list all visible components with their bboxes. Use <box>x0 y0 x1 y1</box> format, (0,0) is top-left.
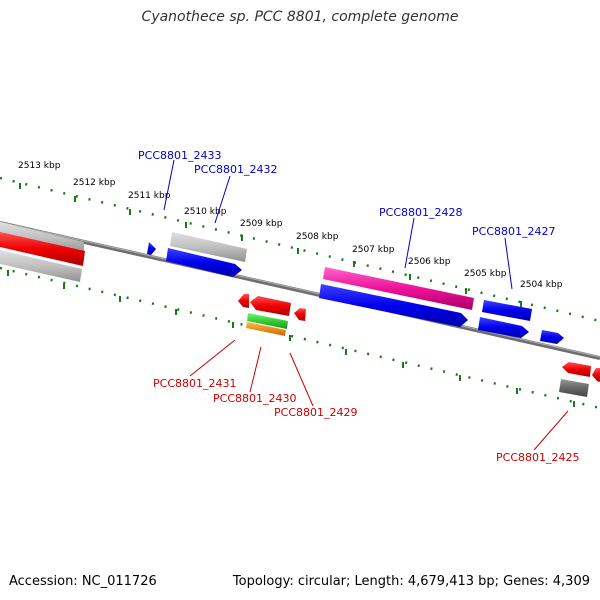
tick-labels: 2513 kbp 2512 kbp 2511 kbp 2510 kbp 2509… <box>18 161 563 290</box>
tick-label: 2507 kbp <box>352 245 395 255</box>
gene-arrow-red <box>250 296 291 316</box>
reverse-tick-ring <box>0 266 600 410</box>
tick-label: 2513 kbp <box>18 161 61 171</box>
forward-genes <box>0 222 564 344</box>
gene-arrow-blue <box>319 284 468 327</box>
reverse-callouts <box>189 339 569 451</box>
gene-feature-green <box>247 313 288 329</box>
reverse-genes <box>0 232 600 397</box>
genome-summary-text: Topology: circular; Length: 4,679,413 bp… <box>232 574 590 589</box>
forward-gene-labels: PCC8801_2433 PCC8801_2432 PCC8801_2428 P… <box>138 149 555 238</box>
gene-feature-pink <box>323 267 474 310</box>
tick-label: 2511 kbp <box>128 191 171 201</box>
tick-label: 2508 kbp <box>296 232 339 242</box>
gene-feature-grey <box>0 250 82 282</box>
gene-label-forward: PCC8801_2432 <box>194 163 277 176</box>
forward-callouts <box>163 159 513 290</box>
gene-arrow-blue <box>166 248 242 277</box>
tick-label: 2512 kbp <box>73 178 116 188</box>
gene-label-reverse: PCC8801_2430 <box>213 392 296 405</box>
gene-feature-grey <box>170 232 247 262</box>
map-title: Cyanothece sp. PCC 8801, complete genome <box>141 9 459 25</box>
gene-feature-blue <box>482 300 532 321</box>
gene-arrow-red <box>294 308 306 321</box>
tick-label: 2510 kbp <box>184 207 227 217</box>
forward-tick-ring <box>0 176 600 323</box>
gene-label-reverse: PCC8801_2425 <box>496 451 579 464</box>
gene-label-forward: PCC8801_2428 <box>379 206 462 219</box>
gene-feature-red <box>0 232 85 266</box>
tick-label: 2504 kbp <box>520 280 563 290</box>
gene-label-forward: PCC8801_2433 <box>138 149 221 162</box>
tick-label: 2506 kbp <box>408 257 451 267</box>
gene-label-reverse: PCC8801_2429 <box>274 406 357 419</box>
gene-feature-dark <box>559 379 589 397</box>
gene-arrow-red <box>592 368 600 382</box>
gene-arrow-blue <box>540 330 564 344</box>
tick-label: 2509 kbp <box>240 219 283 229</box>
gene-label-forward: PCC8801_2427 <box>472 225 555 238</box>
accession-text: Accession: NC_011726 <box>9 574 157 589</box>
gene-feature-grey <box>0 222 84 254</box>
gene-arrow-red <box>238 294 249 308</box>
tick-label: 2505 kbp <box>464 269 507 279</box>
gene-feature-orange <box>246 322 286 336</box>
gene-arrow-blue <box>478 317 529 338</box>
reverse-gene-labels: PCC8801_2431 PCC8801_2430 PCC8801_2429 P… <box>153 377 579 464</box>
gene-label-reverse: PCC8801_2431 <box>153 377 236 390</box>
genome-backbone <box>0 221 600 360</box>
gene-arrow-blue <box>147 242 156 255</box>
gene-arrow-red <box>562 362 591 377</box>
